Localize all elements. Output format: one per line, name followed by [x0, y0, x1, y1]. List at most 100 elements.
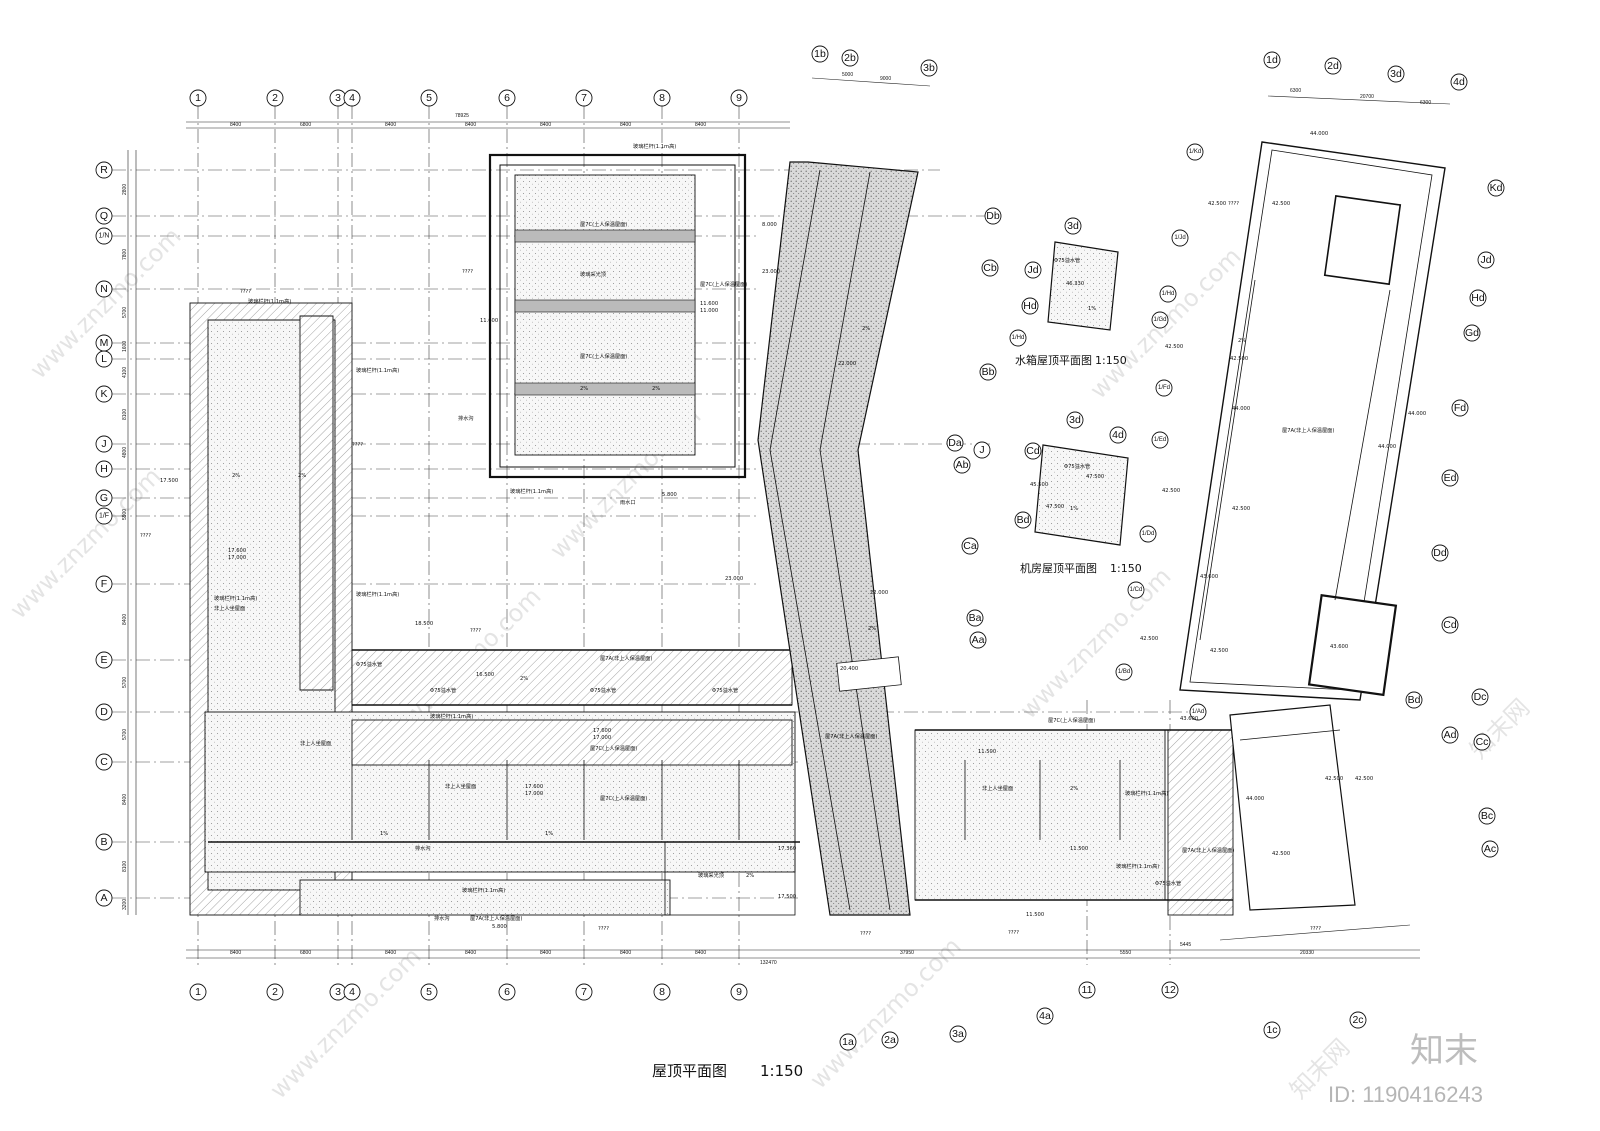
grid-bubble: 8 [653, 89, 671, 107]
svg-text:2%: 2% [652, 386, 660, 392]
svg-text:1600: 1600 [122, 341, 128, 352]
svg-text:????: ???? [240, 289, 251, 295]
svg-text:2%: 2% [1070, 786, 1078, 792]
svg-text:2%: 2% [520, 676, 528, 682]
svg-text:Jd: Jd [1027, 264, 1038, 276]
svg-text:1%: 1% [545, 831, 553, 837]
svg-text:屋7C(上人保温屋面): 屋7C(上人保温屋面) [590, 744, 637, 752]
svg-text:42.500: 42.500 [1232, 506, 1250, 512]
svg-text:9: 9 [736, 986, 742, 998]
svg-text:2%: 2% [580, 386, 588, 392]
svg-text:玻璃栏杆(1.1m高): 玻璃栏杆(1.1m高) [633, 142, 676, 150]
svg-text:17.000: 17.000 [525, 791, 543, 797]
svg-text:Cc: Cc [1476, 736, 1489, 748]
dimension-lines [127, 77, 1451, 959]
grid-bubble: Ca [961, 537, 979, 555]
diagonal-roof [757, 161, 919, 916]
svg-text:1a: 1a [842, 1036, 854, 1048]
svg-text:42.500: 42.500 [1355, 776, 1373, 782]
svg-text:42.500: 42.500 [1140, 636, 1158, 642]
svg-text:8: 8 [659, 92, 665, 104]
grid-bubble: Aa [969, 631, 987, 649]
grid-bubble: F [95, 575, 113, 593]
east-lower-block [1229, 704, 1356, 911]
grid-bubble: Dc [1471, 688, 1489, 706]
svg-text:17.500: 17.500 [778, 894, 796, 900]
east-tower [1179, 141, 1446, 701]
grid-bubble: 1d [1263, 51, 1281, 69]
svg-text:2c: 2c [1352, 1014, 1363, 1026]
grid-bubble: Cd [1024, 442, 1042, 460]
grid-bubble: 3d [1387, 65, 1405, 83]
svg-text:6: 6 [504, 986, 510, 998]
dim-top: 8400 [385, 122, 396, 128]
svg-text:Hd: Hd [1023, 300, 1037, 312]
grid-bubble: 8 [653, 983, 671, 1001]
dim-top: 8400 [695, 122, 706, 128]
svg-text:5: 5 [426, 986, 432, 998]
grid-bubble: 2c [1349, 1011, 1367, 1029]
svg-text:1: 1 [195, 92, 201, 104]
grid-bubble: Db [984, 207, 1002, 225]
svg-text:11.500: 11.500 [978, 749, 996, 755]
grid-bubble: 3a [949, 1025, 967, 1043]
grid-bubble: Dd [1431, 544, 1449, 562]
brand-logo-text: 知末 [1410, 1031, 1478, 1071]
svg-text:2%: 2% [746, 873, 754, 879]
svg-text:11.500: 11.500 [1070, 846, 1088, 852]
grid-bubble: 12 [1161, 981, 1179, 999]
watermark-site: www.znzmo.com [4, 462, 166, 624]
svg-text:屋7C(上人保温屋面): 屋7C(上人保温屋面) [580, 220, 627, 228]
svg-text:Φ75溢水管: Φ75溢水管 [1054, 256, 1080, 264]
svg-text:44.000: 44.000 [1378, 444, 1396, 450]
grid-bubble: 1/F [95, 507, 113, 525]
dim-top: 8400 [230, 122, 241, 128]
grid-bubble: Ba [966, 609, 984, 627]
grid-bubble: 2d [1324, 57, 1342, 75]
left-dim-texts: 2800 7800 5700 1600 4100 8100 4800 5900 … [122, 184, 128, 910]
grid-bubble: 1/Ed [1151, 431, 1169, 449]
svg-text:Ac: Ac [1484, 843, 1496, 855]
bottom-column-bubbles: 1 2 3 4 5 6 7 8 9 11 12 [189, 981, 1179, 1001]
svg-text:Bb: Bb [982, 366, 995, 378]
svg-text:42.500: 42.500 [1230, 356, 1248, 362]
svg-text:11: 11 [1082, 984, 1093, 996]
svg-text:1%: 1% [380, 831, 388, 837]
svg-text:3a: 3a [952, 1028, 964, 1040]
svg-text:8100: 8100 [122, 861, 128, 872]
svg-text:Bd: Bd [1408, 694, 1421, 706]
grid-bubble: 1/Gd [1151, 311, 1169, 329]
svg-text:非上人坐屋面: 非上人坐屋面 [214, 604, 245, 612]
svg-text:Cd: Cd [1026, 445, 1040, 457]
svg-text:K: K [100, 388, 107, 400]
dim-top-total: 78925 [455, 113, 469, 119]
svg-text:屋7C(上人保温屋面): 屋7C(上人保温屋面) [700, 280, 747, 288]
svg-text:1/Ad: 1/Ad [1192, 709, 1204, 715]
svg-text:1/Cd: 1/Cd [1130, 587, 1143, 593]
svg-text:4a: 4a [1039, 1010, 1051, 1022]
detail-bubbles: 3d Jd Hd 1/Hd 3d 4d Cd Bd [1009, 217, 1127, 529]
roof-plan-scale: 1:150 [760, 1062, 803, 1080]
svg-text:11.500: 11.500 [1026, 912, 1044, 918]
svg-text:J: J [101, 438, 106, 450]
svg-text:Φ75溢水管: Φ75溢水管 [356, 660, 382, 668]
svg-text:Db: Db [986, 210, 1000, 222]
dim-bottom: 8400 [465, 950, 476, 956]
svg-text:44.000: 44.000 [1310, 131, 1328, 137]
grid-bubble: Hd [1021, 297, 1039, 315]
svg-text:Fd: Fd [1454, 402, 1466, 414]
svg-text:????: ???? [598, 926, 609, 932]
svg-text:3b: 3b [923, 62, 935, 74]
svg-text:8.000: 8.000 [762, 222, 777, 228]
svg-text:4800: 4800 [122, 447, 128, 458]
svg-text:2b: 2b [844, 52, 856, 64]
grid-bubble: 4 [343, 983, 361, 1001]
grid-bubble: R [95, 161, 113, 179]
svg-text:2: 2 [272, 986, 278, 998]
south-roof-band [204, 649, 800, 916]
svg-text:4100: 4100 [122, 367, 128, 378]
svg-text:????: ???? [470, 628, 481, 634]
grid-bubble: Jd [1024, 261, 1042, 279]
svg-text:雨水口: 雨水口 [620, 498, 636, 506]
glass-skylight-block [488, 153, 747, 479]
